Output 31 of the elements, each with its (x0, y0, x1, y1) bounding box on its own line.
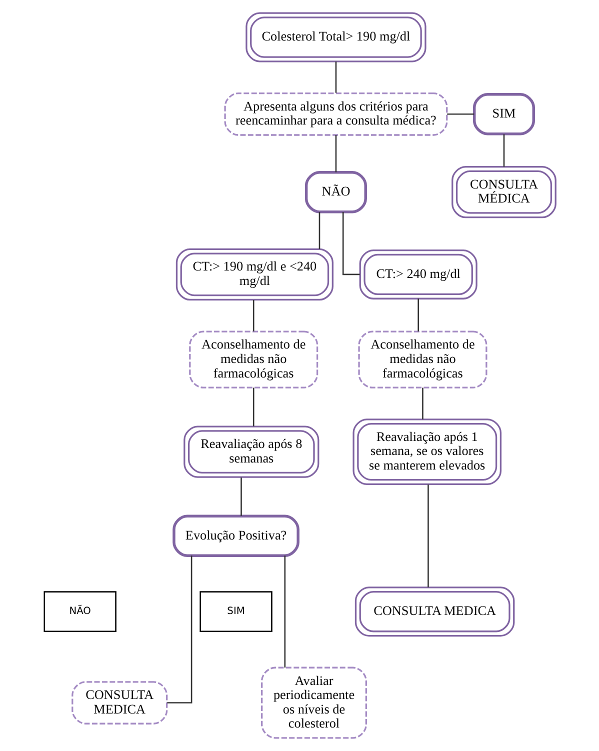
node-box: CONSULTA MEDICA (354, 586, 514, 637)
connector (166, 556, 192, 704)
node-box: Colesterol Total> 190 mg/dl (245, 12, 426, 62)
node-box: Aconselhamento de medidas não farmacológicas (358, 330, 487, 388)
node-box: Evolução Positiva? (172, 514, 299, 557)
node-box: CT:> 190 mg/dl e <240 mg/dl (175, 248, 333, 301)
node-box: Avaliar periodicamente os níveis de colesterol (260, 666, 366, 739)
connector (252, 300, 254, 332)
connector (502, 134, 504, 167)
node-box: NÃO (304, 170, 366, 214)
node-box: SIM (199, 591, 272, 632)
connector (240, 478, 242, 516)
connector (342, 212, 360, 276)
node-box: NÃO (43, 591, 116, 632)
connector (334, 62, 336, 93)
node-box: SIM (472, 92, 535, 136)
connector (284, 556, 286, 668)
connector (422, 388, 423, 420)
connector (318, 212, 320, 250)
node-box: CONSULTA MÉDICA (451, 166, 556, 218)
node-box: Apresenta alguns dos critérios para reencaminhar para a consulta médica? (224, 92, 448, 136)
connector (252, 388, 254, 426)
node-box: CT:> 240 mg/dl (358, 249, 477, 300)
node-box: Aconselhamento de medidas não farmacológicas (188, 330, 318, 388)
node-box: CONSULTA MEDICA (71, 681, 168, 724)
node-box: Reavaliação após 8 semanas (183, 426, 319, 478)
node-box: Reavaliação após 1 semana, se os valores se manterem elevados (352, 418, 502, 486)
connector (446, 113, 474, 115)
connector (427, 484, 428, 588)
connector (334, 135, 336, 172)
connector (417, 298, 418, 332)
